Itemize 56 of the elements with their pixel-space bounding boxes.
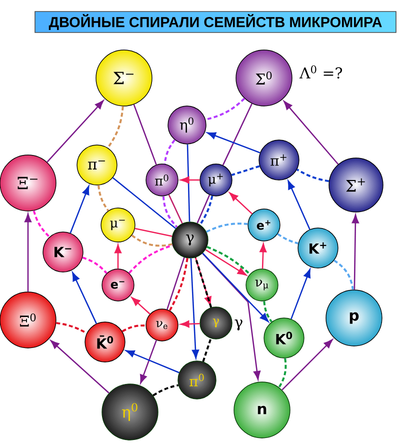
- arrow: [229, 192, 253, 214]
- dashed-line: [164, 139, 176, 164]
- dashed-line: [56, 322, 88, 334]
- dashed-line: [98, 185, 110, 212]
- dashed-line: [32, 210, 50, 238]
- arrow: [46, 100, 104, 162]
- dashed-line: [206, 246, 251, 275]
- dashed-line: [231, 165, 260, 176]
- arrow: [205, 249, 246, 276]
- arrow: [202, 252, 261, 380]
- connector-line: [134, 228, 172, 237]
- dashed-line: [168, 258, 188, 312]
- particle-label: γ: [234, 320, 242, 330]
- arrow: [50, 340, 110, 394]
- arrow: [114, 244, 122, 269]
- arrow: [288, 180, 310, 230]
- arrow: [190, 258, 200, 359]
- dashed-line: [122, 324, 146, 332]
- dashed-line: [199, 196, 214, 226]
- dashed-line: [278, 358, 287, 388]
- arrow: [180, 176, 200, 184]
- dashed-line: [277, 233, 298, 244]
- connector-line: [222, 103, 253, 166]
- arrow: [180, 320, 200, 328]
- dashed-line: [128, 244, 173, 274]
- arrow: [202, 252, 269, 322]
- connector-line: [186, 144, 190, 222]
- arrow: [140, 340, 157, 384]
- dashed-line: [131, 234, 172, 247]
- dashed-line: [205, 98, 246, 120]
- connector-line: [112, 177, 176, 229]
- dashed-line: [107, 106, 124, 148]
- arrow: [126, 350, 180, 374]
- arrow: [282, 339, 333, 390]
- dashed-line: [152, 384, 179, 396]
- arrow: [24, 213, 32, 292]
- arrow: [131, 297, 150, 314]
- dashed-line: [263, 301, 272, 322]
- connector-line: [168, 194, 183, 224]
- arrow: [70, 186, 90, 234]
- connector-line: [166, 257, 185, 310]
- arrow: [284, 100, 339, 165]
- connector-line: [196, 194, 210, 224]
- dashed-line: [202, 338, 212, 362]
- connector-line: [133, 104, 157, 165]
- arrow: [290, 268, 310, 320]
- dashed-line: [82, 256, 108, 274]
- title-banner: ДВОЙНЫЕ СПИРАЛИ СЕМЕЙСТВ МИКРОМИРА: [34, 11, 396, 33]
- dashed-line: [296, 168, 330, 182]
- arrow: [260, 243, 267, 269]
- dashed-line: [206, 222, 248, 233]
- arrow: [72, 272, 97, 324]
- dashed-line: [334, 260, 354, 290]
- arrow: [352, 214, 359, 290]
- arrow: [207, 132, 260, 154]
- dashed-line: [162, 196, 178, 228]
